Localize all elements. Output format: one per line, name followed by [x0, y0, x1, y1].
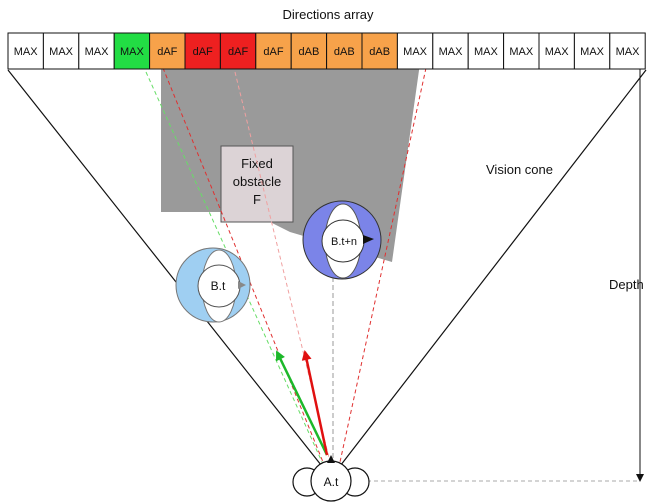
agent-b-tn-heading-icon: [363, 235, 374, 244]
direction-cell: [573, 32, 611, 70]
direction-cell: [42, 32, 80, 70]
directions-array-title: Directions array: [282, 7, 374, 22]
obstacle-label-line3: F: [253, 192, 261, 207]
direction-cell: [7, 32, 44, 70]
direction-cell-label: dAF: [228, 46, 248, 58]
direction-cell-label: MAX: [474, 46, 499, 58]
obstacle-label-line2: obstacle: [233, 174, 281, 189]
direction-cell-label: MAX: [509, 46, 534, 58]
vision-cone-left-edge: [7, 69, 326, 471]
direction-cell-label: MAX: [545, 46, 570, 58]
direction-cell-label: MAX: [49, 46, 74, 58]
vision-cone-right-edge: [336, 69, 647, 471]
direction-cell-label: dAB: [334, 46, 355, 58]
direction-cell: [255, 32, 292, 70]
direction-cell-label: MAX: [580, 46, 605, 58]
depth-label: Depth: [609, 277, 644, 292]
direction-cell-label: MAX: [120, 46, 145, 58]
agent-a-t-heading-icon: [327, 455, 335, 463]
direction-cell-label: MAX: [616, 46, 641, 58]
direction-cell-label: dAB: [369, 46, 390, 58]
direction-cell: [467, 32, 505, 70]
direction-cell-label: dAF: [157, 46, 177, 58]
direction-cell-label: dAB: [299, 46, 320, 58]
direction-cell: [290, 32, 328, 70]
agent-b-tn-label: B.t+n: [331, 236, 357, 248]
direction-cell-label: MAX: [14, 46, 39, 58]
direction-cell: [432, 32, 469, 70]
direction-cell-label: MAX: [439, 46, 464, 58]
dashed-line-red-outer-right: [339, 67, 427, 463]
dashed-line-pink: [234, 71, 331, 463]
direction-cell: [326, 32, 363, 70]
direction-cell: [503, 32, 540, 70]
direction-cell-label: dAF: [263, 46, 283, 58]
direction-cell: [149, 32, 186, 70]
direction-cell: [219, 32, 257, 70]
direction-cell: [78, 32, 115, 70]
direction-cell: [609, 32, 646, 70]
agent-b-t: B.t: [175, 247, 251, 323]
direction-cell-label: MAX: [403, 46, 428, 58]
arrow-green: [275, 350, 329, 456]
direction-cell-label: MAX: [85, 46, 110, 58]
agent-a-t: A.t: [292, 455, 370, 502]
agent-a-t-label: A.t: [324, 475, 339, 489]
direction-cell: [538, 32, 575, 70]
agent-b-t-heading-icon: [238, 281, 246, 289]
directions-array: MAX MAX MAX MAX dAF dAF dAF dAF dAB dAB dAB MAX MAX M…: [7, 32, 646, 70]
agent-b-t-label: B.t: [211, 279, 226, 293]
vision-cone-label: Vision cone: [486, 162, 553, 177]
direction-cell-label: dAF: [193, 46, 213, 58]
agent-b-tn: B.t+n: [302, 200, 382, 280]
fixed-obstacle-box: [220, 145, 294, 223]
arrow-red: [301, 350, 329, 456]
